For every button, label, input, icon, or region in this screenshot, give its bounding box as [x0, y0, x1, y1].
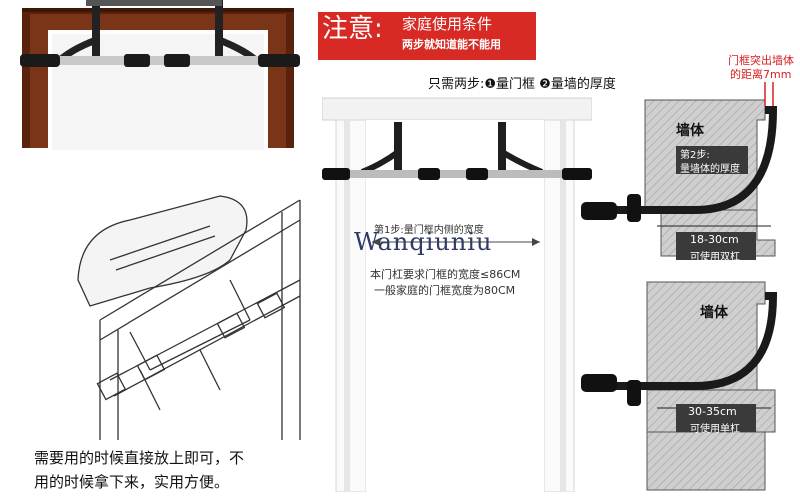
- step2-box: [676, 146, 748, 174]
- range-top-box: [676, 232, 756, 260]
- banner-subtitle: 家庭使用条件: [402, 15, 493, 33]
- typical-width: 一般家庭的门框宽度为80CM: [374, 284, 516, 297]
- range-bottom-box: [676, 404, 756, 432]
- caption-line-1: 需要用的时候直接放上即可，不: [34, 449, 245, 467]
- width-requirement: 本门杠要求门框的宽度≤86CM: [370, 268, 521, 281]
- wall-label-top: 墙体: [676, 123, 704, 139]
- installation-sketch: [77, 195, 301, 440]
- usage-bottom: 可使用单杠: [690, 424, 740, 435]
- usage-top: 可使用双杠: [690, 252, 740, 263]
- step1-label: 第1步:量门框内侧的宽度: [374, 225, 484, 236]
- step2-label: 第2步:: [680, 150, 710, 161]
- protrusion-note-line1: 门框突出墙体: [728, 54, 794, 67]
- white-door-frame-photo: [322, 97, 592, 492]
- banner-title: 注意:: [322, 14, 383, 44]
- caption-line-2: 用的时候拿下来，实用方便。: [34, 473, 230, 491]
- watermark: Wanqiuniu: [354, 228, 493, 256]
- door-frame-photo: [0, 0, 300, 150]
- wall-label-bottom: 墙体: [700, 305, 728, 321]
- notice-banner: [318, 12, 536, 60]
- banner-tagline: 两步就知道能不能用: [402, 38, 501, 51]
- step2-description: 量墙体的厚度: [680, 164, 740, 175]
- range-top: 18-30cm: [690, 233, 739, 246]
- protrusion-note-line2: 的距离7mm: [730, 68, 792, 81]
- steps-title: 只需两步:❶量门框 ❷量墙的厚度: [428, 77, 616, 92]
- range-bottom: 30-35cm: [688, 405, 737, 418]
